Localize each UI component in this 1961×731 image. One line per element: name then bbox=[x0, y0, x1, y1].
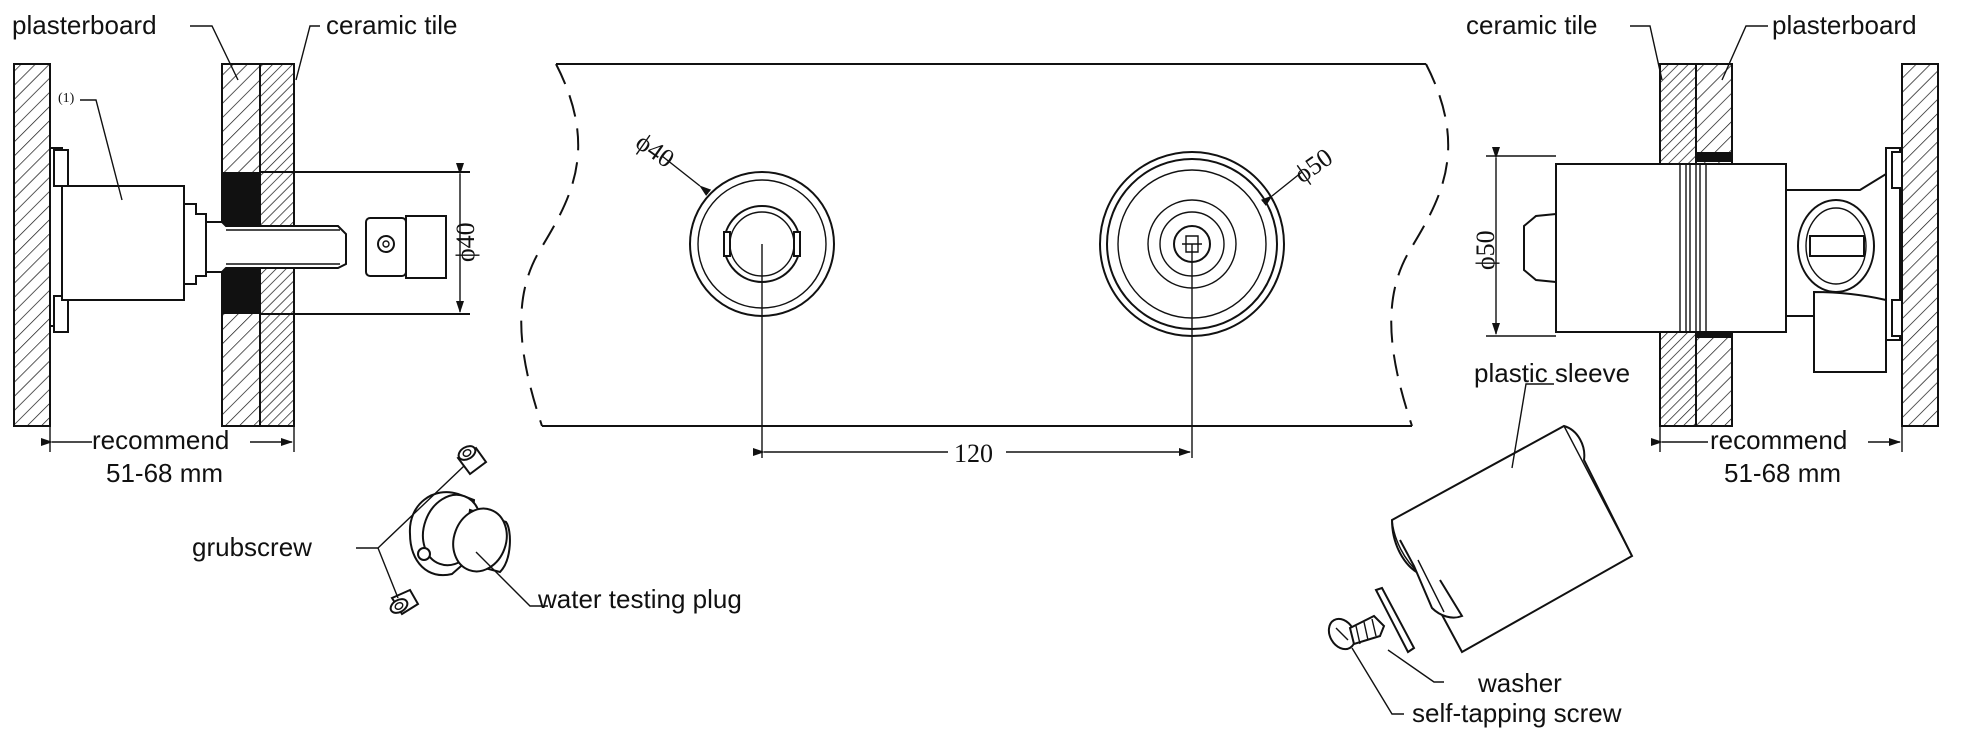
label-plasterboard-left: plasterboard bbox=[12, 10, 157, 40]
label-self-tapping-screw: self-tapping screw bbox=[1412, 698, 1622, 728]
exploded-sleeve: plastic sleeve washer self-tapping screw bbox=[1327, 358, 1634, 728]
exploded-plug: grubscrew water testing plug bbox=[192, 445, 742, 616]
plastic-sleeve-exploded bbox=[1390, 424, 1634, 654]
dimension-phi40-front: ϕ40 bbox=[631, 127, 680, 174]
label-washer: washer bbox=[1477, 668, 1562, 698]
sleeve-body-right bbox=[1555, 163, 1787, 333]
dimension-spacing-120: 120 bbox=[954, 439, 993, 468]
installed-grubscrew bbox=[377, 235, 395, 253]
valve-spindle-left bbox=[205, 221, 347, 273]
dimension-phi50-front: ϕ50 bbox=[1289, 142, 1338, 189]
valve-body-left bbox=[61, 185, 185, 301]
front-panel-right-break bbox=[1390, 63, 1450, 427]
label-ceramic-tile-right: ceramic tile bbox=[1466, 10, 1597, 40]
valve-nut-left bbox=[183, 203, 207, 285]
back-wall-right bbox=[1901, 63, 1939, 427]
front-panel-left-break bbox=[520, 63, 580, 427]
grubscrew-bottom bbox=[389, 588, 420, 616]
dimension-phi40-side: ϕ40 bbox=[451, 222, 480, 262]
installed-plug-cap bbox=[405, 215, 447, 279]
left-section-view: ϕ40 (1) recommend 51-68 mm plasterboard … bbox=[12, 10, 480, 488]
recommend-range-right: 51-68 mm bbox=[1724, 458, 1841, 488]
back-wall-left bbox=[13, 63, 51, 427]
dimension-phi50-side: ϕ50 bbox=[1471, 230, 1500, 270]
label-plastic-sleeve: plastic sleeve bbox=[1474, 358, 1630, 388]
self-tapping-screw-exploded bbox=[1327, 614, 1386, 651]
right-section-view: ϕ50 recommend 51-68 mm ceramic tile plas… bbox=[1466, 10, 1939, 488]
label-plasterboard-right: plasterboard bbox=[1772, 10, 1917, 40]
mounting-ear-bottom-left bbox=[53, 295, 69, 333]
label-grubscrew: grubscrew bbox=[192, 532, 312, 562]
label-water-testing-plug: water testing plug bbox=[537, 584, 742, 614]
recommend-label-right: recommend bbox=[1710, 425, 1847, 455]
front-view: ϕ40 ϕ50 120 bbox=[520, 63, 1450, 468]
water-testing-plug-exploded bbox=[408, 491, 511, 577]
callout-1: (1) bbox=[58, 91, 75, 106]
grubscrew-top bbox=[456, 445, 488, 476]
recommend-label-left: recommend bbox=[92, 425, 229, 455]
washer-exploded bbox=[1374, 586, 1416, 654]
label-ceramic-tile-left: ceramic tile bbox=[326, 10, 457, 40]
mounting-ear-top-left bbox=[53, 149, 69, 187]
recommend-range-left: 51-68 mm bbox=[106, 458, 223, 488]
